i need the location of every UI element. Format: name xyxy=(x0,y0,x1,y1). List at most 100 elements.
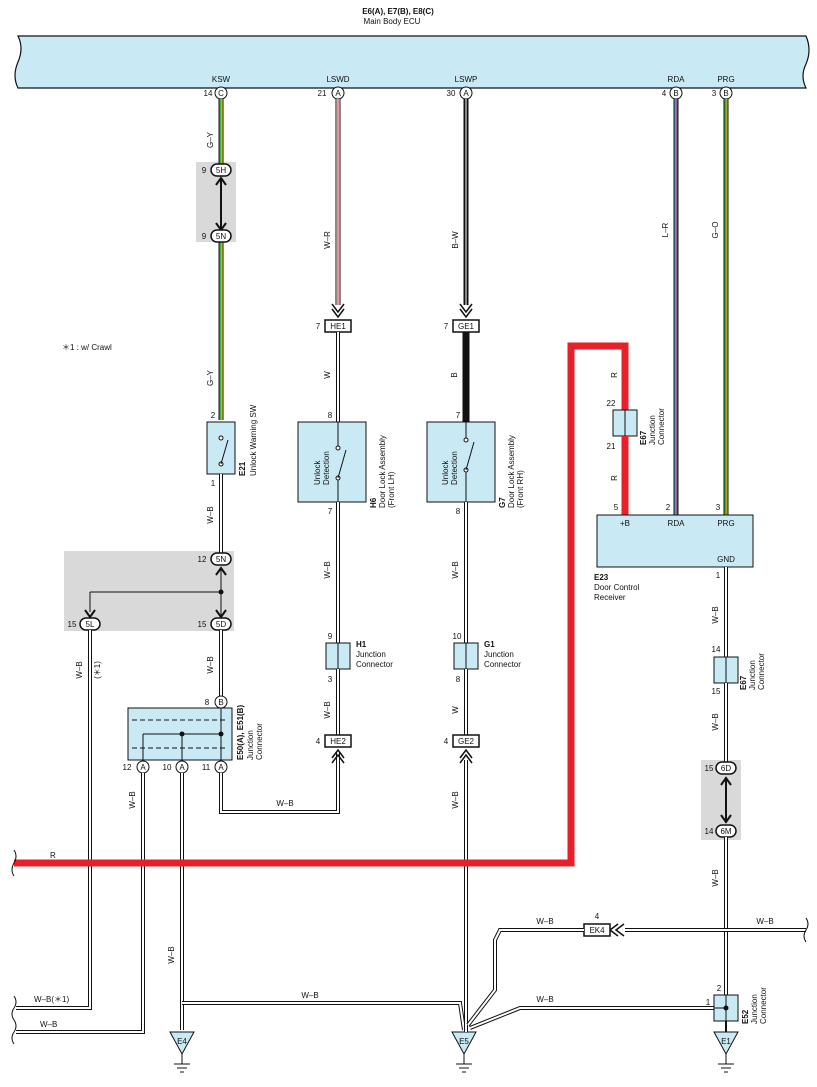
svg-text:A: A xyxy=(218,763,224,772)
e67-junction-connector-lower: 14 15 E67 Junction Connector xyxy=(712,645,766,696)
pin-prg-conn: B xyxy=(723,89,728,98)
svg-text:7: 7 xyxy=(316,322,321,331)
svg-text:5D: 5D xyxy=(216,620,226,629)
wire-label-wb-bottom1: W–B xyxy=(276,799,293,808)
e52-junction-connector: 2 1 E52 Junction Connector xyxy=(706,984,768,1024)
svg-text:15: 15 xyxy=(68,620,77,629)
svg-text:6M: 6M xyxy=(720,827,731,836)
svg-text:E52: E52 xyxy=(741,1009,750,1024)
svg-text:15: 15 xyxy=(712,687,721,696)
svg-text:Connector: Connector xyxy=(484,660,521,669)
svg-text:E67: E67 xyxy=(739,675,748,690)
svg-text:Unlock: Unlock xyxy=(313,460,322,485)
svg-text:10: 10 xyxy=(453,632,462,641)
svg-text:H6: H6 xyxy=(369,497,378,508)
ground-e4: E4 xyxy=(169,1031,195,1073)
connector-5h: 5H 9 xyxy=(202,163,232,177)
svg-text:1: 1 xyxy=(716,571,721,580)
svg-text:7: 7 xyxy=(328,507,333,516)
svg-text:11: 11 xyxy=(202,763,211,772)
svg-text:9: 9 xyxy=(328,632,333,641)
svg-text:Door Lock Assembly: Door Lock Assembly xyxy=(507,435,516,508)
svg-text:A: A xyxy=(140,763,146,772)
svg-text:12: 12 xyxy=(198,555,207,564)
wire-label-wb-6m: W–B xyxy=(711,713,720,730)
connector-5l: 5L 15 xyxy=(68,617,101,631)
svg-text:6D: 6D xyxy=(721,764,731,773)
svg-text:HE2: HE2 xyxy=(330,737,346,746)
signal-lswd: LSWD xyxy=(326,75,349,84)
svg-text:22: 22 xyxy=(607,399,616,408)
wire-label-gy-1: G–Y xyxy=(206,131,215,148)
wire-label-r2: R xyxy=(610,475,619,481)
connector-ge1: GE1 7 xyxy=(444,319,480,333)
svg-text:A: A xyxy=(179,763,185,772)
wire-label-lr: L–R xyxy=(661,222,670,237)
pin-rda-num: 4 xyxy=(662,89,667,98)
svg-text:Connector: Connector xyxy=(757,653,766,690)
wire-label-w-rh: W xyxy=(451,706,460,714)
svg-text:1: 1 xyxy=(211,479,216,488)
svg-text:2: 2 xyxy=(717,984,722,993)
wire-label-wb-5d: W–B xyxy=(206,656,215,673)
wire-label-wb-e67: W–B xyxy=(711,606,720,623)
svg-text:E67: E67 xyxy=(639,430,648,445)
ground-e1: E1 xyxy=(713,1031,739,1073)
wire-label-wb-ek4-right: W–B xyxy=(756,917,773,926)
h6-door-lock-assembly-lh: Unlock Detection 8 7 H6 Door Lock Assemb… xyxy=(297,411,396,516)
signal-lswp: LSWP xyxy=(455,75,478,84)
pin-ksw-conn: C xyxy=(218,89,224,98)
svg-text:2: 2 xyxy=(666,503,671,512)
wire-label-w-lh: W xyxy=(323,371,332,379)
svg-text:RDA: RDA xyxy=(668,519,686,528)
svg-text:4: 4 xyxy=(316,737,321,746)
connector-he1: HE1 7 xyxy=(316,319,352,333)
svg-text:14: 14 xyxy=(712,645,721,654)
svg-text:Detection: Detection xyxy=(450,451,459,485)
pin-lswd-num: 21 xyxy=(318,89,327,98)
wire-label-wb-ge2: W–B xyxy=(451,791,460,808)
svg-text:GE1: GE1 xyxy=(458,322,475,331)
svg-text:21: 21 xyxy=(607,442,616,451)
svg-text:HE1: HE1 xyxy=(330,322,346,331)
main-body-ecu: E6(A), E7(B), E8(C) Main Body ECU xyxy=(14,7,810,89)
signal-ksw: KSW xyxy=(212,75,231,84)
wire-label-b-rh: B xyxy=(450,372,459,377)
svg-text:Unlock: Unlock xyxy=(441,460,450,485)
svg-text:E50(A), E51(B): E50(A), E51(B) xyxy=(236,705,245,760)
svg-text:G1: G1 xyxy=(484,640,495,649)
svg-text:E5: E5 xyxy=(459,1037,469,1046)
svg-text:Receiver: Receiver xyxy=(594,593,626,602)
g1-junction-connector: 10 8 G1 Junction Connector xyxy=(453,632,522,684)
svg-text:Unlock Warning SW: Unlock Warning SW xyxy=(249,404,258,476)
svg-text:4: 4 xyxy=(444,737,449,746)
svg-text:Connector: Connector xyxy=(759,987,768,1024)
pin-lswp-conn: A xyxy=(463,89,469,98)
ecu-pins: KSW LSWD LSWP RDA PRG C 14 A 21 A 30 B 4… xyxy=(204,75,735,100)
svg-text:Junction: Junction xyxy=(750,994,759,1024)
svg-text:4: 4 xyxy=(595,912,600,921)
svg-text:8: 8 xyxy=(328,411,333,420)
ground-e5: E5 xyxy=(451,1031,477,1073)
wire-label-gy-2: G–Y xyxy=(206,369,215,386)
svg-text:5N: 5N xyxy=(216,232,226,241)
wire-label-wb-g1: W–B xyxy=(451,561,460,578)
svg-text:E1: E1 xyxy=(721,1037,731,1046)
svg-text:+B: +B xyxy=(620,519,630,528)
svg-text:E4: E4 xyxy=(177,1037,187,1046)
connector-6d: 6D 15 xyxy=(705,761,737,775)
connector-6m: 6M 14 xyxy=(705,824,737,838)
wire-label-r1: R xyxy=(610,372,619,378)
connector-he2: HE2 4 xyxy=(316,734,352,748)
svg-text:(Front LH): (Front LH) xyxy=(387,471,396,508)
svg-text:Detection: Detection xyxy=(322,451,331,485)
wire-label-r-main: R xyxy=(50,851,56,860)
signal-prg: PRG xyxy=(717,75,734,84)
wire-label-wb-a12: W–B xyxy=(128,791,137,808)
pin-lswd-conn: A xyxy=(335,89,341,98)
svg-text:8: 8 xyxy=(456,675,461,684)
svg-text:15: 15 xyxy=(705,764,714,773)
svg-text:E23: E23 xyxy=(594,573,609,582)
svg-text:9: 9 xyxy=(202,166,207,175)
